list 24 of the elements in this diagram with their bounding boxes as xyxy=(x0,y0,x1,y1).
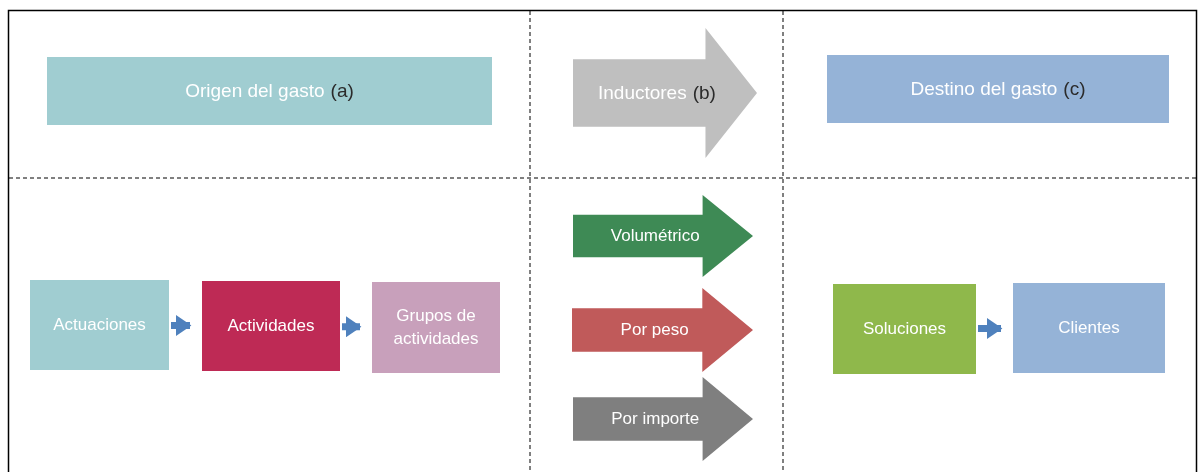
box-label: (a) xyxy=(330,78,354,103)
arrow xyxy=(342,316,362,338)
box-label: (b) xyxy=(692,80,716,105)
box-label: Soluciones xyxy=(862,317,947,340)
process-box xyxy=(372,282,500,373)
box-label: Por importe xyxy=(611,407,700,430)
box-label: Grupos de actividades xyxy=(392,305,480,350)
box-label: Volumétrico xyxy=(610,224,700,247)
process-box xyxy=(1013,283,1165,373)
box-label: Destino del gasto xyxy=(910,76,1058,101)
box-label: Clientes xyxy=(1058,316,1120,339)
process-box xyxy=(202,281,340,371)
process-box xyxy=(47,57,492,125)
process-box xyxy=(30,280,169,370)
arrow xyxy=(978,318,1003,339)
box-label: Inductores xyxy=(597,80,687,105)
process-box xyxy=(833,284,976,374)
box-label: Por peso xyxy=(620,318,689,341)
box-label: Actuaciones xyxy=(53,313,146,336)
box-label: Actividades xyxy=(227,314,315,337)
arrow xyxy=(171,315,192,336)
process-box xyxy=(827,55,1169,123)
box-label: (c) xyxy=(1063,76,1086,101)
box-label: Origen del gasto xyxy=(185,78,325,103)
